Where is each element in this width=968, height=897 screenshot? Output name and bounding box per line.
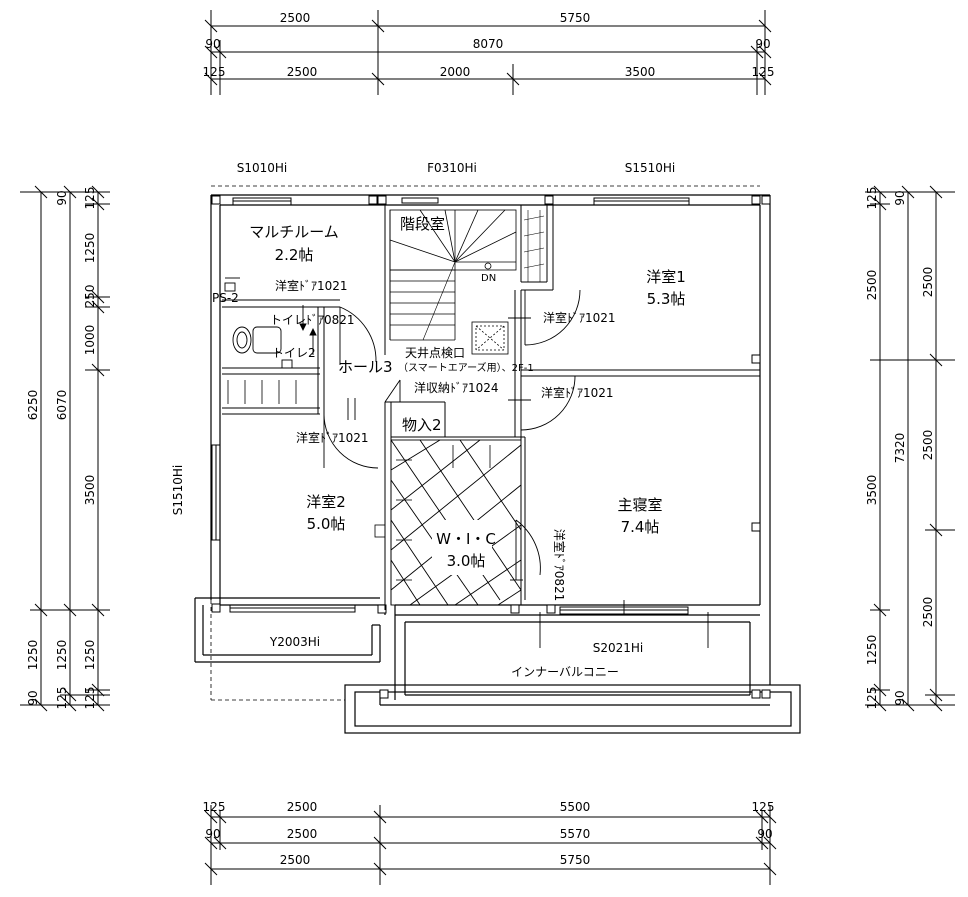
bottom-dim-125-left: 125	[203, 800, 226, 814]
yoshitsu1-area: 5.3帖	[647, 290, 686, 308]
balcony-name: インナーバルコニー	[511, 665, 619, 679]
window-bottom-left: Y2003Hi	[269, 635, 320, 649]
left-dim-90a: 90	[26, 690, 40, 705]
window-bottom-right: S2021Hi	[593, 641, 644, 655]
left-dim-90b: 90	[55, 190, 69, 205]
bottom-dim-90-left: 90	[205, 827, 220, 841]
master-name: 主寝室	[617, 496, 662, 514]
top-dim-5750: 5750	[560, 11, 591, 25]
right-dimensions	[865, 185, 955, 712]
ceiling-note-line2: （スマートエアーズ用）、2F-1	[398, 361, 534, 374]
column-posts	[211, 195, 771, 699]
wic-area: 3.0帖	[447, 552, 486, 570]
left-dim-1250a: 1250	[26, 640, 40, 671]
bottom-dim-5750: 5750	[560, 853, 591, 867]
bottom-dim-90-right: 90	[757, 827, 772, 841]
door-swings	[323, 289, 581, 580]
top-dim-8070: 8070	[473, 37, 504, 51]
toilet-fixture	[224, 277, 293, 369]
closet-hatch-top	[523, 210, 545, 282]
door-arrows	[299, 305, 709, 648]
window-left: S1510Hi	[171, 465, 185, 516]
right-dim-125b: 125	[865, 687, 879, 710]
stair-label: 階段室	[400, 215, 445, 233]
right-dim-2500c: 2500	[921, 430, 935, 461]
bottom-dim-5500: 5500	[560, 800, 591, 814]
yoshitsu2-name: 洋室2	[306, 493, 346, 511]
left-dim-3500: 3500	[83, 475, 97, 506]
door-yoshitsu2: 洋室ﾄﾞｱ1021	[296, 430, 369, 445]
right-dim-90a: 90	[893, 190, 907, 205]
left-dim-6070: 6070	[55, 390, 69, 421]
shelf-marks	[227, 380, 491, 581]
window-top-center: F0310Hi	[427, 161, 477, 175]
right-dim-2500b: 2500	[921, 267, 935, 298]
top-dim-2500b: 2500	[287, 65, 318, 79]
left-dim-125a: 125	[55, 687, 69, 710]
stair-dn: DN	[481, 273, 496, 284]
left-dim-1000: 1000	[83, 325, 97, 356]
top-dim-90-right: 90	[755, 37, 770, 51]
left-dim-1250c: 1250	[83, 233, 97, 264]
top-dim-125-left: 125	[203, 65, 226, 79]
bottom-dimensions	[204, 805, 777, 885]
door-toilet: トイレﾄﾞｱ0821	[270, 313, 355, 327]
right-dim-90b: 90	[893, 690, 907, 705]
staircase	[389, 209, 517, 341]
left-dimensions	[20, 185, 110, 712]
storage-name: 物入2	[402, 416, 442, 434]
top-dim-90-left: 90	[205, 37, 220, 51]
left-dim-1250b: 1250	[55, 640, 69, 671]
bottom-dim-2500a: 2500	[287, 800, 318, 814]
window-top-right: S1510Hi	[625, 161, 676, 175]
top-dim-2500: 2500	[280, 11, 311, 25]
top-dimensions	[204, 10, 772, 95]
bottom-dim-125-right: 125	[752, 800, 775, 814]
bottom-dim-5570: 5570	[560, 827, 591, 841]
left-dim-250: 250	[83, 285, 97, 308]
door-multi: 洋室ﾄﾞｱ1021	[275, 278, 348, 293]
multi-room-name: マルチルーム	[249, 223, 339, 241]
dashed-lines	[210, 185, 760, 701]
right-dim-2500a: 2500	[865, 270, 879, 301]
left-dim-6250: 6250	[26, 390, 40, 421]
right-dim-1250: 1250	[865, 635, 879, 666]
left-dim-1250d: 1250	[83, 640, 97, 671]
ceiling-hatch	[471, 321, 509, 355]
multi-room-area: 2.2帖	[275, 246, 314, 264]
door-master: 洋室ﾄﾞｱ1021	[541, 385, 614, 400]
right-dim-2500d: 2500	[921, 597, 935, 628]
top-dim-125-right: 125	[752, 65, 775, 79]
right-dim-7320: 7320	[893, 433, 907, 464]
bottom-dim-2500b: 2500	[287, 827, 318, 841]
left-dim-125b: 125	[83, 187, 97, 210]
right-dim-125a: 125	[865, 187, 879, 210]
toilet-name: トイレ2	[272, 346, 316, 360]
top-dim-3500: 3500	[625, 65, 656, 79]
hall-name: ホール3	[338, 358, 393, 376]
door-yoshitsu1: 洋室ﾄﾞｱ1021	[543, 310, 616, 325]
ceiling-note-line1: 天井点検口	[405, 346, 465, 360]
yoshitsu2-area: 5.0帖	[307, 515, 346, 533]
wic-name: W・I・C	[436, 530, 496, 548]
bottom-dim-2500c: 2500	[280, 853, 311, 867]
top-dim-2000: 2000	[440, 65, 471, 79]
right-dim-3500: 3500	[865, 475, 879, 506]
yoshitsu1-name: 洋室1	[646, 268, 686, 286]
door-closet: 洋収納ﾄﾞｱ1024	[414, 380, 499, 395]
wic-label-bg	[432, 520, 492, 575]
door-wic: 洋室ﾄﾞｱ0821	[552, 529, 567, 602]
ps-label: PS-2	[212, 291, 239, 305]
master-area: 7.4帖	[621, 518, 660, 536]
left-dim-125c: 125	[83, 687, 97, 710]
window-top-left: S1010Hi	[237, 161, 288, 175]
